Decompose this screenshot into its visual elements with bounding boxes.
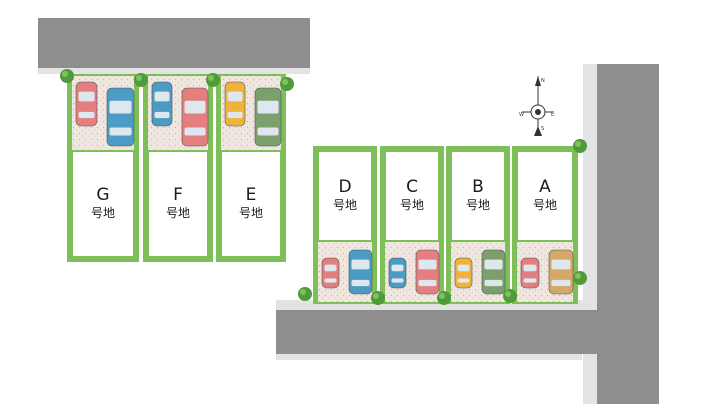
tree-icon (60, 69, 74, 83)
lot-number-suffix: 号地 (333, 198, 357, 212)
tree-icon (280, 77, 294, 91)
lot-letter: G (96, 185, 109, 205)
car-icon (181, 87, 209, 147)
tree-icon (371, 291, 385, 305)
car-icon (106, 87, 135, 147)
car-icon (224, 81, 246, 127)
sidewalk-south (276, 300, 597, 310)
lot-letter: D (338, 177, 351, 197)
compass-rose: N S E W (519, 76, 554, 136)
lot-d[interactable]: D号地 (313, 146, 377, 304)
car-icon (415, 249, 440, 295)
car-icon (481, 249, 506, 295)
lot-letter: E (246, 185, 257, 205)
tree-icon (437, 291, 451, 305)
lot-number-suffix: 号地 (91, 206, 115, 220)
building-area (518, 152, 572, 240)
building-area (149, 152, 207, 256)
lot-b[interactable]: B号地 (446, 146, 510, 304)
car-icon (321, 257, 340, 289)
compass-north-label: N (541, 78, 545, 84)
lot-letter: B (472, 177, 484, 197)
sidewalk-north-west (38, 68, 310, 74)
car-icon (348, 249, 373, 295)
road-south (276, 310, 566, 354)
lot-number-suffix: 号地 (400, 198, 424, 212)
compass-west-label: W (519, 112, 524, 118)
tree-icon (134, 73, 148, 87)
lot-a[interactable]: A号地 (512, 146, 578, 304)
lot-number-suffix: 号地 (166, 206, 190, 220)
tree-icon (206, 73, 220, 87)
building-area (319, 152, 371, 240)
roads (38, 18, 659, 404)
road-north-west (38, 18, 310, 70)
tree-icon (298, 287, 312, 301)
car-icon (454, 257, 473, 289)
compass-south-label: S (541, 126, 544, 132)
building-area (452, 152, 504, 240)
car-icon (254, 87, 282, 147)
building-area (386, 152, 438, 240)
lot-e[interactable]: E号地 (216, 74, 286, 262)
car-icon (75, 81, 98, 127)
lot-number-suffix: 号地 (466, 198, 490, 212)
lot-letter: A (539, 177, 551, 197)
lot-letter: F (173, 185, 183, 205)
lot-number-suffix: 号地 (239, 206, 263, 220)
compass-east-label: E (551, 112, 554, 118)
sidewalk-south-road-edge (276, 354, 582, 360)
building-area (73, 152, 133, 256)
lot-c[interactable]: C号地 (380, 146, 444, 304)
tree-icon (573, 271, 587, 285)
car-icon (548, 249, 574, 295)
lot-f[interactable]: F号地 (143, 74, 213, 262)
car-icon (520, 257, 540, 289)
trees (60, 69, 587, 305)
road-east (597, 64, 659, 404)
lot-letter: C (406, 177, 418, 197)
lot-g[interactable]: G号地 (67, 74, 139, 262)
tree-icon (503, 289, 517, 303)
car-icon (151, 81, 173, 127)
road-corner (566, 310, 659, 404)
tree-icon (573, 139, 587, 153)
car-icon (388, 257, 407, 289)
lot-number-suffix: 号地 (533, 198, 557, 212)
building-area (222, 152, 280, 256)
